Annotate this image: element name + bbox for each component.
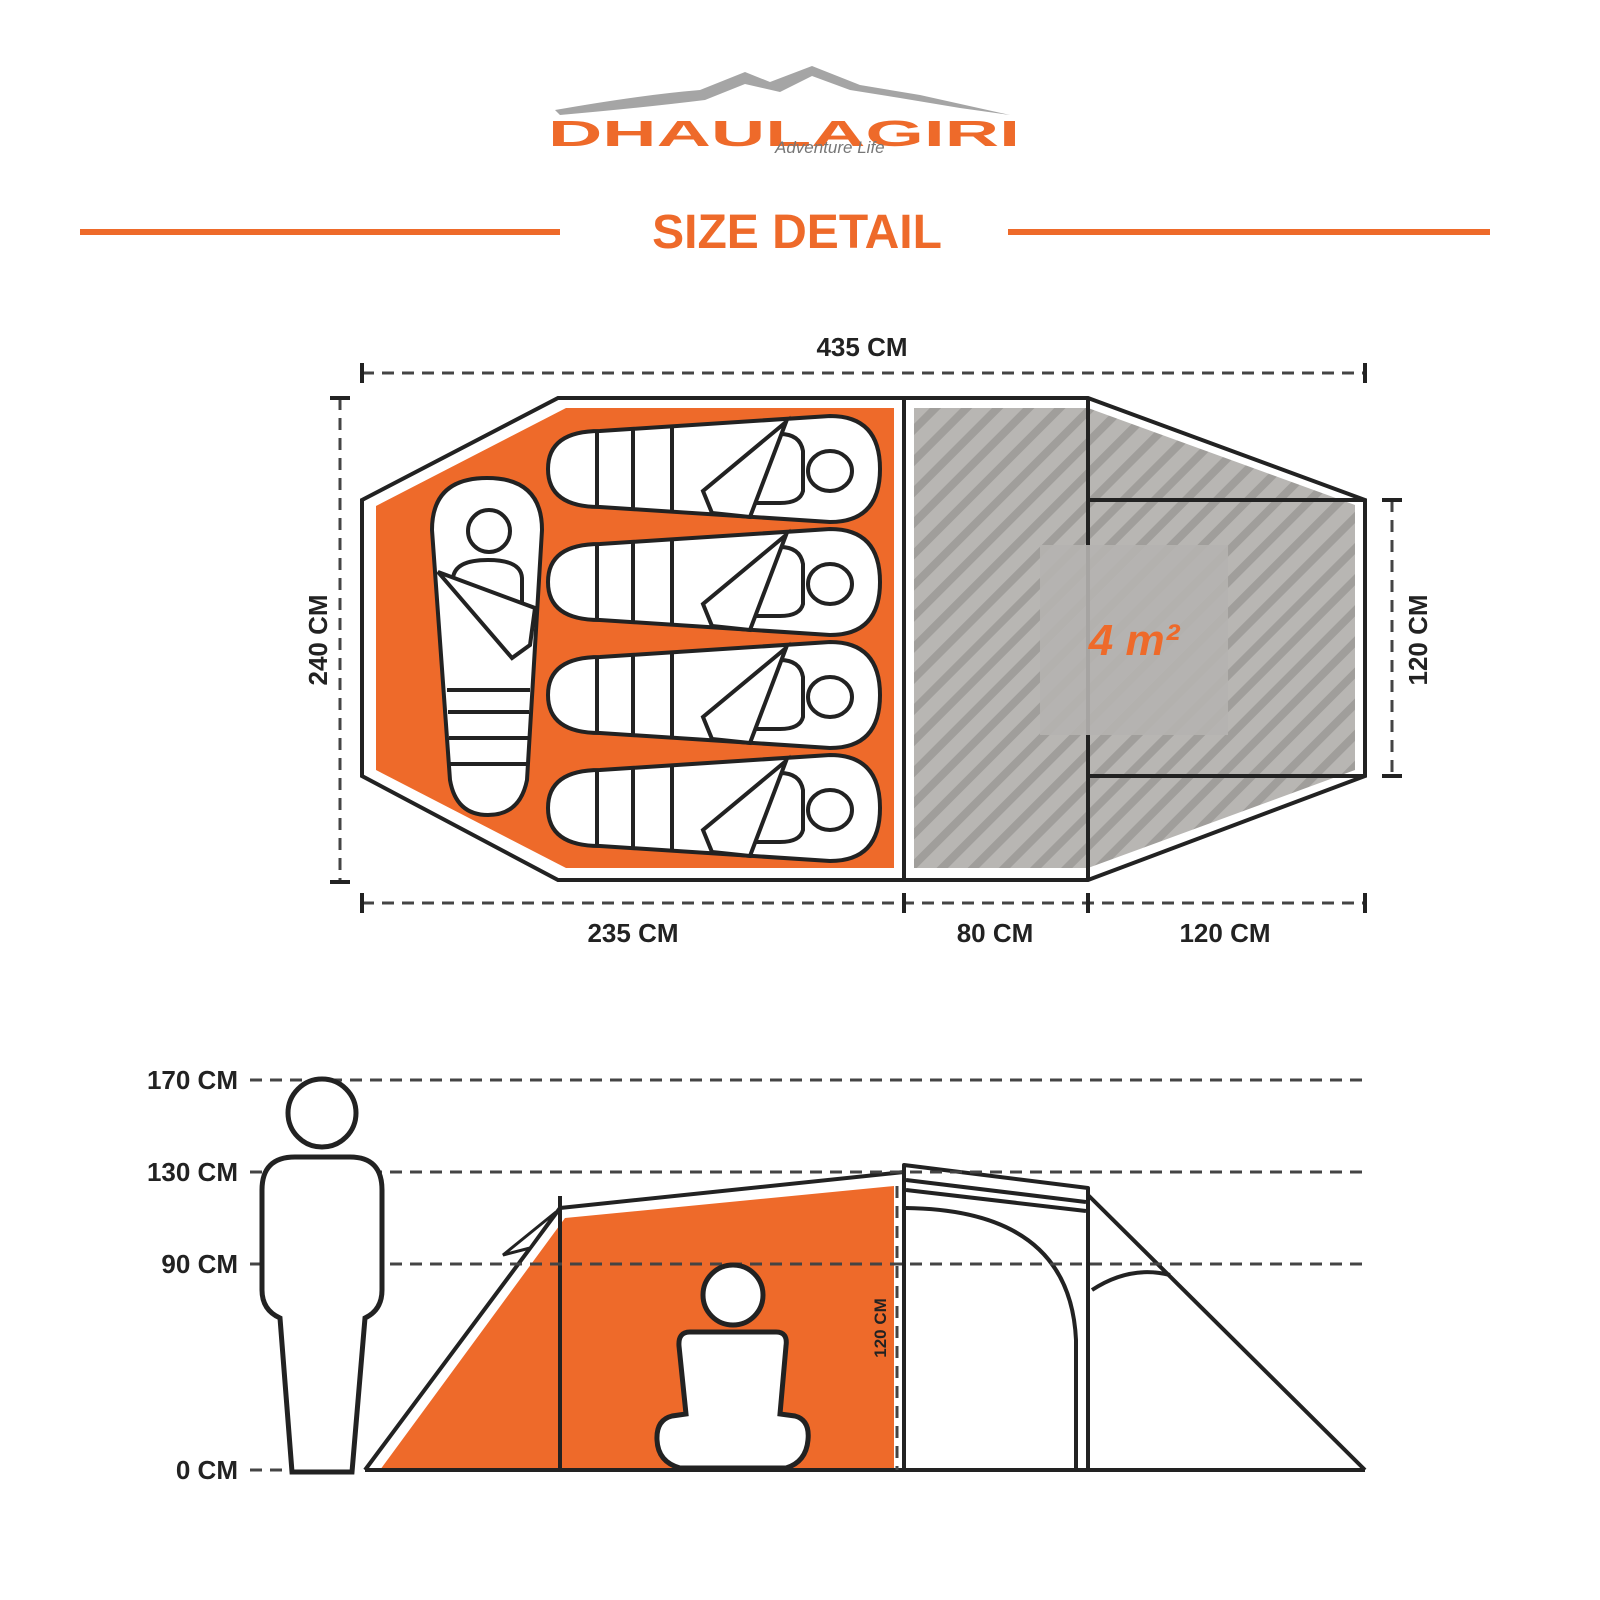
dim-total-length: 435 CM (816, 332, 907, 362)
sleeping-bags (545, 413, 883, 864)
height-label-90: 90 CM (161, 1249, 238, 1279)
vestibule-slope (1086, 1193, 1367, 1472)
side-view: 120 CM 170 CM 130 CM 90 CM 0 CM (147, 1065, 1367, 1485)
sleeping-bag-vertical (429, 475, 545, 818)
sleeping-bag (545, 752, 883, 864)
dim-vestibule-width: 120 CM (1403, 594, 1433, 685)
door-flap (502, 1210, 558, 1257)
frame-line (905, 1178, 1087, 1204)
standing-person-icon (259, 1076, 385, 1475)
dim-segment-inner: 235 CM (587, 918, 678, 948)
sleeping-bag (545, 526, 883, 638)
brand-logo: DHAULAGIRI Adventure Life (548, 66, 1020, 157)
plan-view: 4 m² (303, 332, 1433, 948)
page-title: SIZE DETAIL (652, 206, 942, 259)
logo-brand: DHAULAGIRI (548, 113, 1020, 154)
height-label-0: 0 CM (176, 1455, 238, 1485)
dim-width: 240 CM (303, 594, 333, 685)
frame-line (905, 1188, 1087, 1213)
seated-person-icon (654, 1262, 811, 1471)
dim-inner-height: 120 CM (871, 1298, 890, 1358)
vestibule-door-arc (1090, 1270, 1171, 1292)
area-box (1040, 545, 1228, 735)
vestibule-frame (902, 1163, 1090, 1470)
area-label: 4 m² (1088, 616, 1181, 665)
sleeping-bag (545, 413, 883, 525)
dim-segment-vestibule: 120 CM (1179, 918, 1270, 948)
height-label-170: 170 CM (147, 1065, 238, 1095)
door-arch (905, 1206, 1078, 1470)
sleeping-bag (545, 639, 883, 751)
mountain-icon (555, 66, 1010, 115)
logo-tagline: Adventure Life (774, 138, 885, 157)
height-label-130: 130 CM (147, 1157, 238, 1187)
dim-segment-middle: 80 CM (957, 918, 1034, 948)
inner-tent-side (380, 1186, 894, 1470)
